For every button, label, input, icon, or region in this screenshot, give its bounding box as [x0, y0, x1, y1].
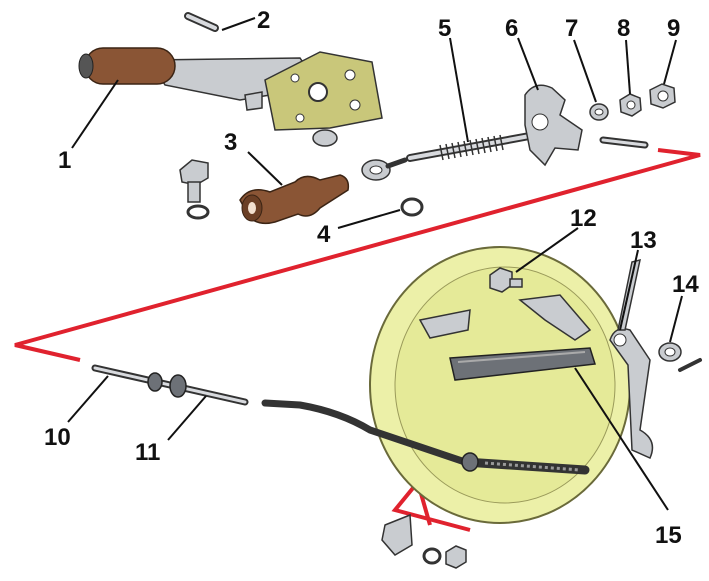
callout-12: 12: [570, 205, 597, 232]
callout-3: 3: [224, 129, 237, 156]
callout-7: 7: [565, 15, 578, 42]
bolt-and-lock-washer: [179, 159, 210, 220]
pin: [184, 12, 219, 32]
callout-4: 4: [317, 221, 331, 248]
callout-10: 10: [44, 424, 71, 451]
callout-2: 2: [257, 7, 270, 34]
callout-14: 14: [672, 271, 699, 298]
callout-1: 1: [58, 147, 71, 174]
nut-8: [619, 93, 642, 117]
callout-labels: 1 2 3 4 5 6 7 8 9 10 11 12 13 14 15: [44, 7, 699, 549]
washer-7: [589, 103, 609, 121]
leader-lines: [67, 17, 683, 511]
bottom-nut: [445, 545, 467, 569]
callout-9: 9: [667, 15, 680, 42]
cable-front: [91, 364, 249, 406]
cable-end-upper: [599, 136, 649, 149]
equalizer: [524, 84, 583, 167]
cable-rear: [261, 399, 590, 475]
callout-15: 15: [655, 522, 682, 549]
callout-5: 5: [438, 15, 451, 42]
rubber-boot: [239, 174, 350, 225]
rod-eye-end: [361, 157, 408, 181]
spacer-bar: [449, 347, 596, 381]
adjuster-bolt: [489, 267, 523, 293]
bottom-washer: [422, 547, 442, 565]
callout-11: 11: [135, 439, 160, 466]
callout-8: 8: [617, 15, 630, 42]
callout-6: 6: [505, 15, 518, 42]
washer-and-cotter-pin: [658, 342, 702, 372]
callout-13: 13: [630, 227, 657, 254]
lock-clip: [400, 197, 424, 217]
lever-bracket: [244, 51, 383, 147]
bottom-bracket-clip: [381, 513, 413, 556]
nut-9: [649, 83, 676, 109]
threaded-rod: [406, 131, 539, 162]
